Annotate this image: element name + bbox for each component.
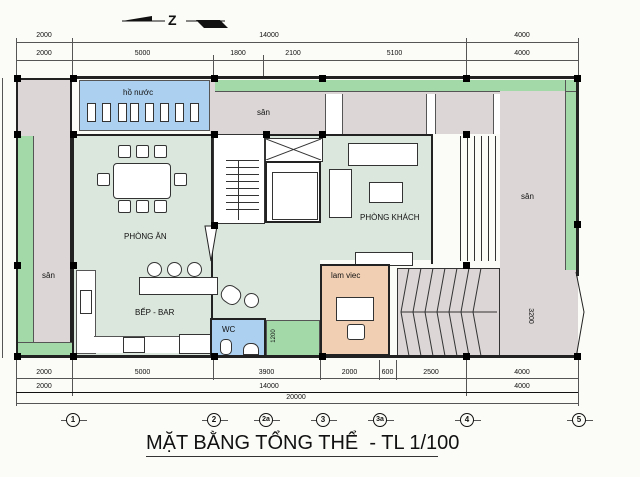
- dim-top-detail-5: 5100: [386, 50, 403, 57]
- dim-top-detail-1: 2000: [36, 50, 52, 57]
- room-label-san-right: sân: [521, 192, 534, 201]
- dim-bottom-detail-7: 4000: [514, 369, 530, 376]
- bed: [272, 172, 318, 220]
- right-wall: [576, 76, 579, 276]
- dim-top-detail-2: 5000: [134, 50, 151, 57]
- garden-left-bottom: [18, 342, 72, 357]
- sofa-side: [329, 169, 352, 218]
- dim-vertical-3200: 3200: [527, 308, 534, 324]
- axis-2a: 2a: [254, 413, 280, 427]
- axis-3: 3: [311, 413, 337, 427]
- dining-table: [113, 163, 171, 199]
- right-bay-window: [575, 272, 585, 359]
- axis-1: 1: [61, 413, 87, 427]
- room-label-ho-nuoc: hồ nước: [123, 88, 154, 97]
- sofa-long: [348, 143, 418, 166]
- dim-bottom-overall-3: 4000: [514, 383, 530, 390]
- fridge-icon: [179, 334, 211, 354]
- room-label-lam-viec: lam viec: [331, 271, 361, 280]
- dim-vertical-1200: 1200: [271, 329, 277, 343]
- dim-bottom-detail-6: 2500: [423, 369, 439, 376]
- hall-white: [431, 134, 500, 264]
- axis-5: 5: [567, 413, 593, 427]
- north-arrow-letter: Z: [168, 12, 177, 28]
- pool: [79, 80, 210, 131]
- dim-bottom-detail-1: 2000: [36, 369, 52, 376]
- stove-icon: [123, 337, 145, 353]
- axis-2: 2: [202, 413, 228, 427]
- dim-top-overall-3: 4000: [514, 32, 530, 39]
- basin-icon: [243, 343, 259, 355]
- bar-counter: [139, 277, 218, 295]
- dim-top-detail-3: 1800: [230, 50, 246, 57]
- room-label-phong-khach: PHÒNG KHÁCH: [360, 213, 420, 222]
- drawing-title: MẶT BẰNG TỔNG THỂ - TL 1/100: [146, 432, 460, 454]
- garden-right-inner: [566, 91, 576, 92]
- dim-bottom-total: 20000: [286, 394, 306, 401]
- axis-3a: 3a: [368, 413, 394, 427]
- entrance-chevron-steps: [400, 268, 497, 356]
- office-chair: [347, 324, 365, 340]
- toilet-icon: [220, 339, 232, 355]
- side-table: [244, 293, 259, 308]
- elevator-cross-icon: [266, 139, 321, 160]
- terrace-door-post-1: [325, 94, 343, 134]
- dim-bottom-overall-2: 14000: [259, 383, 279, 390]
- dim-bottom-overall-1: 2000: [36, 383, 52, 390]
- room-label-bep-bar: BẾP - BAR: [135, 308, 175, 317]
- dim-top-detail-4: 2100: [285, 50, 301, 57]
- title-underline: [146, 456, 438, 457]
- dim-top-overall-2: 14000: [259, 32, 279, 39]
- terrace-door-post-2: [426, 94, 436, 134]
- garden-left: [18, 136, 34, 356]
- dim-top-overall-1: 2000: [36, 32, 52, 39]
- dim-bottom-detail-3: 3900: [258, 369, 275, 376]
- axis-4: 4: [455, 413, 481, 427]
- bottom-wall: [16, 355, 578, 358]
- dim-bottom-detail-2: 5000: [134, 369, 151, 376]
- dim-top-detail-6: 4000: [514, 50, 530, 57]
- room-label-wc: WC: [222, 325, 236, 334]
- stair-arrow-icon: [204, 225, 218, 262]
- garden-top: [215, 80, 578, 92]
- room-label-san-top: sân: [257, 108, 270, 117]
- room-label-phong-an: PHÒNG ĂN: [124, 232, 167, 241]
- coffee-table: [369, 182, 403, 203]
- kitchen-sink-icon: [80, 290, 92, 314]
- desk: [336, 297, 374, 321]
- stair-well: [213, 134, 265, 224]
- dim-bottom-detail-5: 600: [381, 369, 394, 376]
- north-arrow-icon: [122, 16, 228, 28]
- north-arrow: Z: [120, 12, 235, 30]
- dim-bottom-detail-4: 2000: [341, 369, 358, 376]
- left-dimension-line: [2, 78, 3, 358]
- room-label-san-left: sân: [42, 271, 55, 280]
